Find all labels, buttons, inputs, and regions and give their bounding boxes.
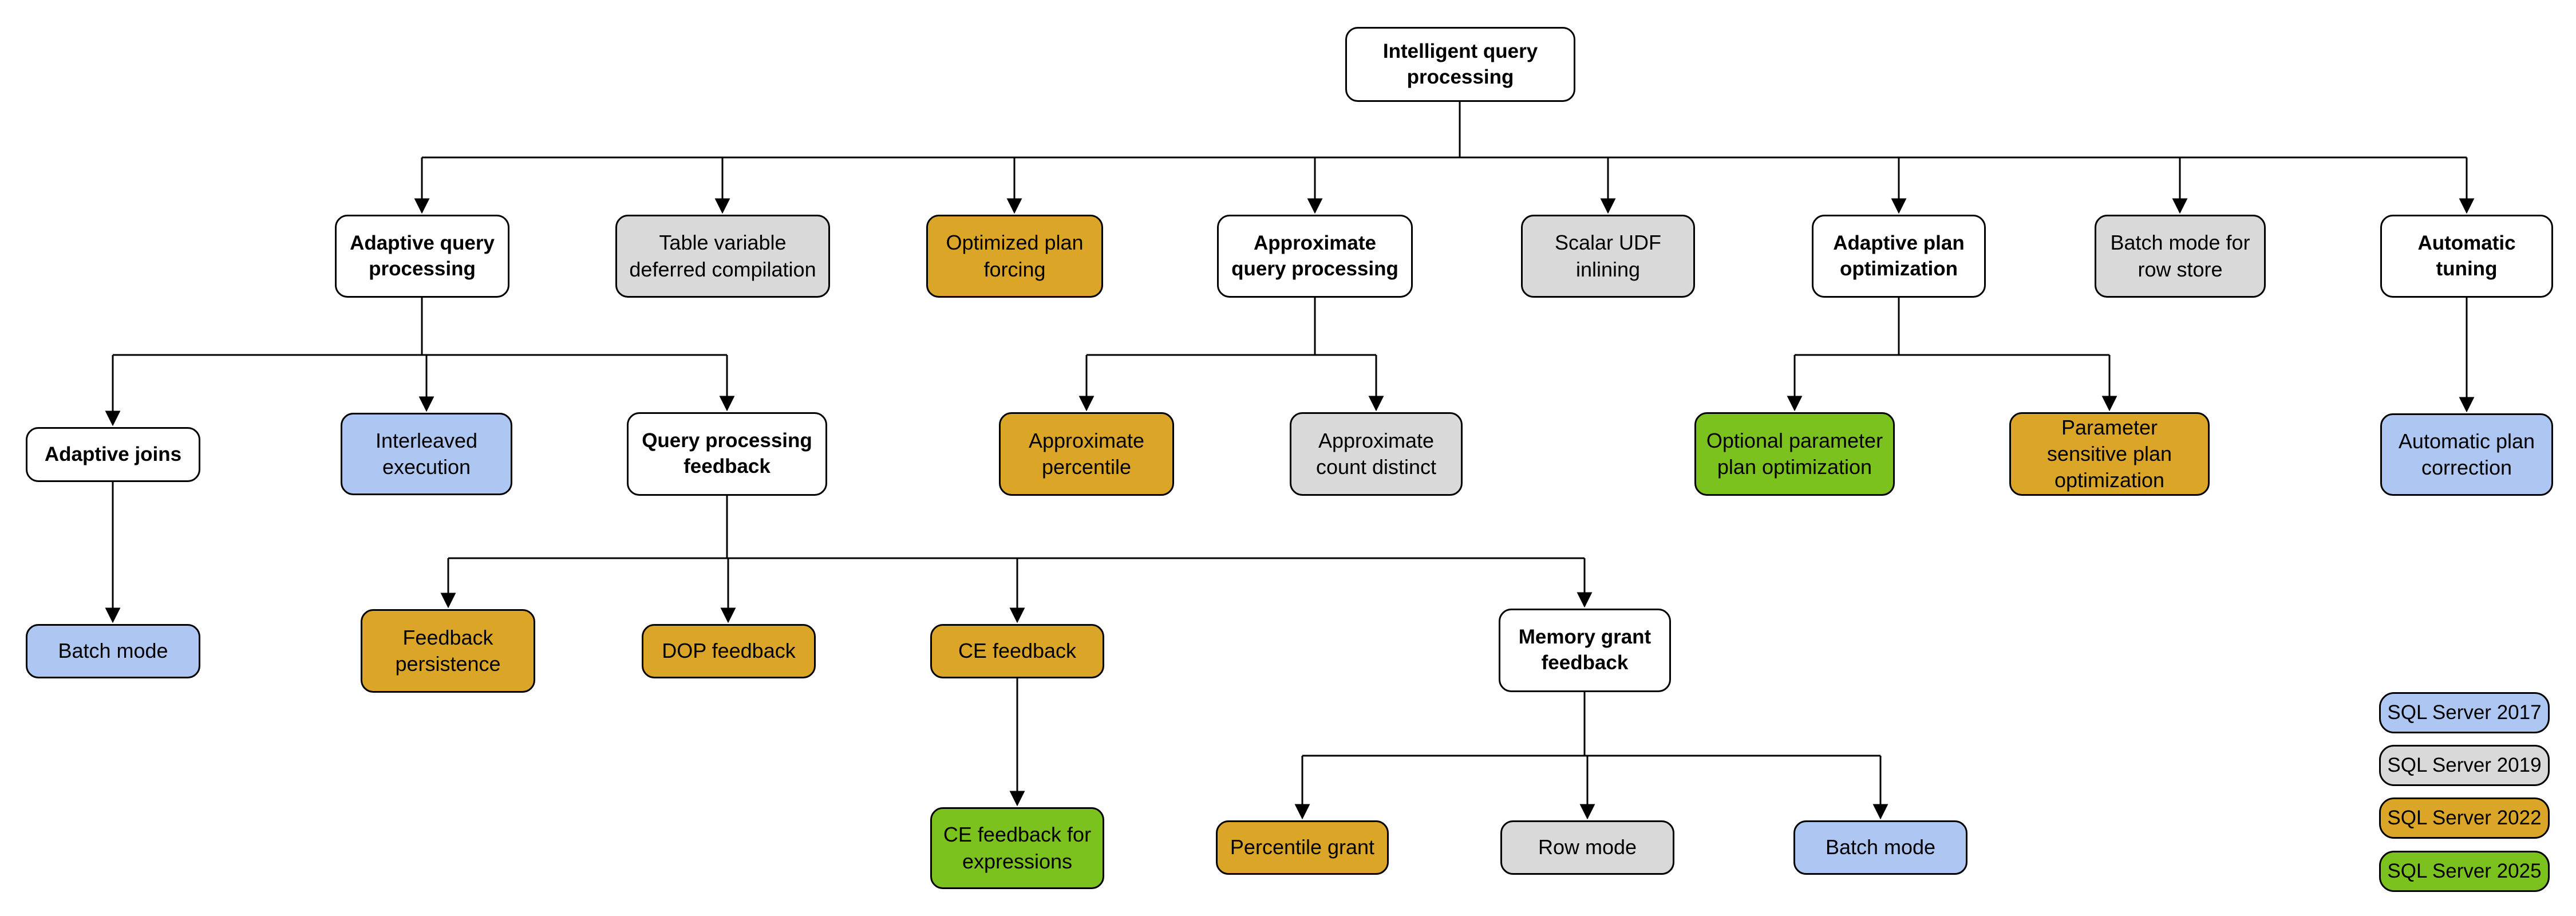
node-optimized-plan-forcing: Optimized plan forcing: [926, 215, 1103, 298]
legend-sql-server-2019: SQL Server 2019: [2379, 745, 2550, 786]
node-intelligent-query-processing: Intelligent query processing: [1345, 27, 1575, 102]
node-batch-mode-memory-grant: Batch mode: [1793, 820, 1967, 875]
connector-mgf-bus: [1302, 692, 1880, 757]
connector-root-bus: [422, 102, 2467, 159]
node-adaptive-query-processing: Adaptive query processing: [335, 215, 509, 298]
connector-aqp-bus: [113, 298, 727, 356]
node-memory-grant-feedback: Memory grant feedback: [1499, 609, 1671, 692]
node-adaptive-plan-optimization: Adaptive plan optimization: [1812, 215, 1986, 298]
node-row-mode: Row mode: [1500, 820, 1674, 875]
node-scalar-udf-inlining: Scalar UDF inlining: [1521, 215, 1695, 298]
node-table-variable-deferred-compilation: Table variable deferred compilation: [615, 215, 830, 298]
node-feedback-persistence: Feedback persistence: [361, 609, 535, 693]
node-adaptive-joins: Adaptive joins: [26, 427, 200, 482]
legend-sql-server-2017: SQL Server 2017: [2379, 692, 2550, 733]
node-dop-feedback: DOP feedback: [642, 624, 816, 678]
legend-sql-server-2025: SQL Server 2025: [2379, 851, 2550, 892]
node-approximate-count-distinct: Approximate count distinct: [1290, 412, 1463, 496]
node-automatic-tuning: Automatic tuning: [2380, 215, 2553, 298]
node-percentile-grant: Percentile grant: [1216, 820, 1389, 875]
node-batch-mode-for-row-store: Batch mode for row store: [2095, 215, 2266, 298]
node-batch-mode-adaptive-joins: Batch mode: [26, 624, 200, 678]
node-ce-feedback-for-expressions: CE feedback for expressions: [930, 807, 1104, 889]
legend-sql-server-2022: SQL Server 2022: [2379, 797, 2550, 839]
node-interleaved-execution: Interleaved execution: [341, 413, 512, 495]
connector-apo-bus: [1795, 298, 2109, 356]
connector-qpf-bus: [448, 496, 1585, 559]
node-parameter-sensitive-plan-optimization: Parameter sensitive plan optimization: [2009, 412, 2210, 496]
node-approximate-percentile: Approximate percentile: [999, 412, 1174, 496]
node-optional-parameter-plan-optimization: Optional parameter plan optimization: [1694, 412, 1895, 496]
node-query-processing-feedback: Query processing feedback: [627, 412, 827, 496]
node-ce-feedback: CE feedback: [930, 624, 1104, 678]
node-automatic-plan-correction: Automatic plan correction: [2380, 413, 2553, 496]
node-approximate-query-processing: Approximate query processing: [1217, 215, 1413, 298]
connector-approx-bus: [1086, 298, 1376, 356]
